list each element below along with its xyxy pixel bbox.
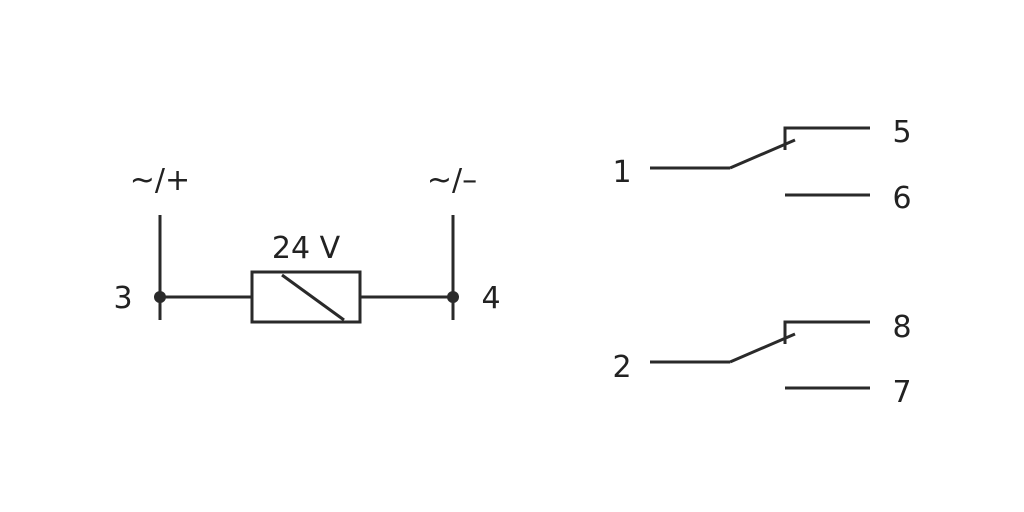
terminal-3-node [154,291,166,303]
terminal-4-node [447,291,459,303]
contact-1-common-label: 1 [612,155,631,190]
contact-1-no-label: 5 [892,115,911,150]
coil-voltage-label: 24 V [272,231,341,266]
supply-negative-label: ~/– [427,163,477,198]
contact-2-nc-label: 7 [892,375,911,410]
terminal-3-label: 3 [113,281,132,316]
relay-coil [250,270,362,324]
contact-2-common-label: 2 [612,350,631,385]
contact-1-no-wire [783,126,870,150]
contact-1: 1 5 6 [612,115,911,216]
relay-coil-diagonal [281,273,345,322]
contact-2: 2 8 7 [612,310,911,410]
contact-2-no-label: 8 [892,310,911,345]
terminal-4-label: 4 [481,281,500,316]
contact-1-nc-label: 6 [892,181,911,216]
coil-circuit: 24 V ~/+ ~/– 3 4 [113,163,501,324]
contact-2-no-wire [783,320,870,344]
supply-positive-label: ~/+ [130,163,190,198]
